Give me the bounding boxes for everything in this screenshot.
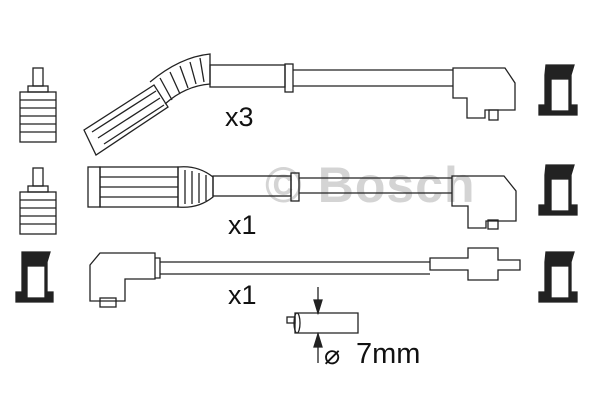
coil-boot-icon-right-2 [538,164,578,216]
coil-boot-icon-left [15,251,54,303]
cable-angled-boot [83,53,516,156]
bosch-watermark: © Bosch [265,157,476,213]
spark-plug-boot-icon-2 [19,167,57,235]
diameter-symbol: ⌀ [324,340,341,370]
coil-boot-icon-right-1 [538,64,578,116]
cable-cross-section-icon [286,287,359,363]
diameter-label: 7mm [356,338,421,370]
spark-plug-boot-icon-1 [19,67,57,143]
coil-boot-icon-right-3 [538,251,578,303]
quantity-label-cable-2: x1 [228,210,257,240]
quantity-label-cable-3: x1 [228,280,257,310]
cable-angled-connector [89,247,521,308]
cable-straight-boot [87,166,517,230]
quantity-label-cable-1: x3 [225,102,254,132]
